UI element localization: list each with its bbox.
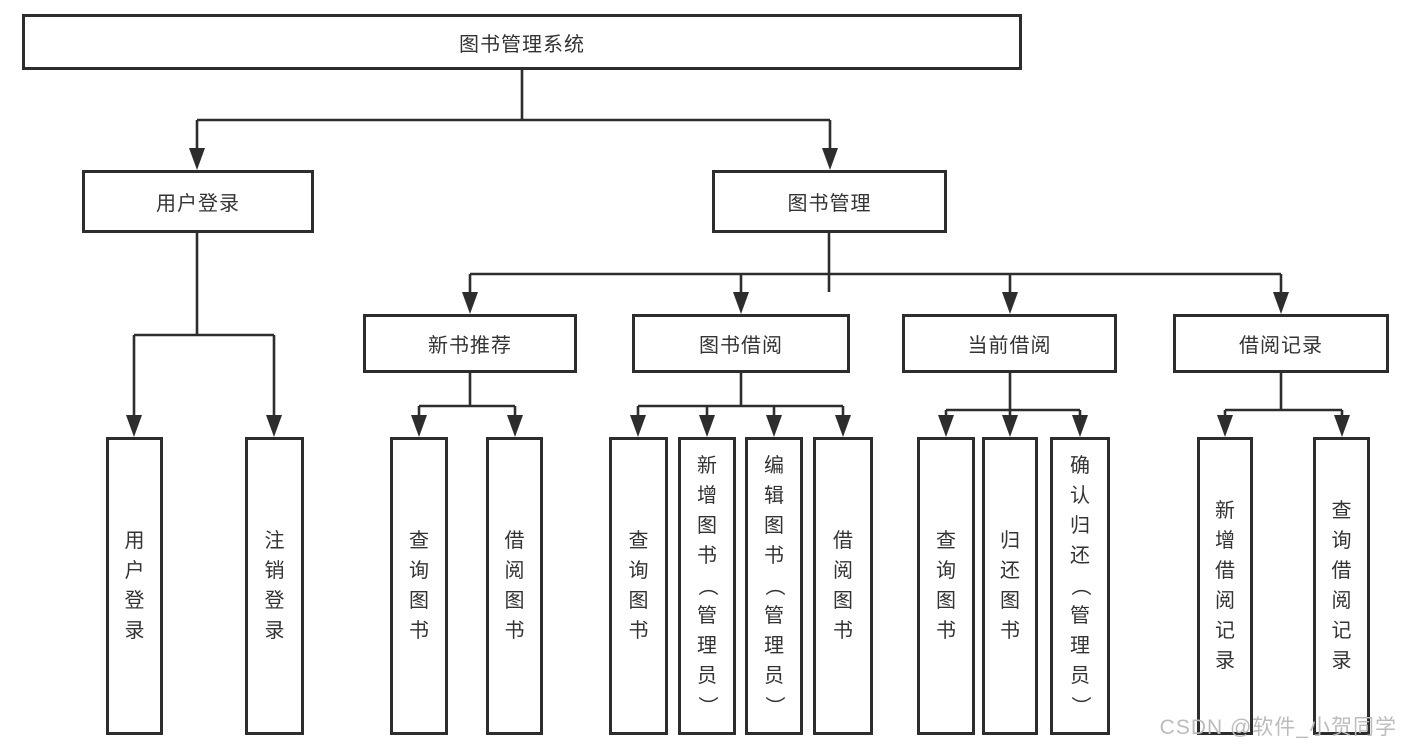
leaf-return-book: 归还图书 — [982, 437, 1038, 735]
leaf-query-borrow-record: 查询借阅记录 — [1313, 437, 1370, 735]
connector-new-book-children — [411, 373, 523, 437]
watermark-text: CSDN @软件_小贺同学 — [1159, 716, 1397, 739]
connector-user-login-children — [126, 233, 282, 437]
node-book-borrow: 图书借阅 — [632, 314, 850, 373]
leaf-confirm-return-admin: 确认归还（管理员） — [1050, 437, 1110, 735]
leaf-query-books-current: 查询图书 — [917, 437, 975, 735]
leaf-query-books-borrow: 查询图书 — [609, 437, 668, 735]
leaf-borrow-books: 借阅图书 — [813, 437, 873, 735]
node-new-book-recommend: 新书推荐 — [363, 314, 577, 373]
leaf-add-borrow-record: 新增借阅记录 — [1197, 437, 1253, 735]
leaf-user-login: 用户登录 — [106, 437, 163, 735]
node-current-borrow: 当前借阅 — [902, 314, 1117, 373]
leaf-edit-book-admin: 编辑图书（管理员） — [745, 437, 803, 735]
leaf-logout: 注销登录 — [245, 437, 304, 735]
connector-current-borrow-children — [938, 373, 1088, 437]
leaf-add-book-admin: 新增图书（管理员） — [678, 437, 736, 735]
node-book-management: 图书管理 — [712, 170, 947, 233]
connector-book-management-children — [462, 233, 1289, 314]
connector-book-borrow-children — [630, 373, 851, 437]
node-root: 图书管理系统 — [22, 14, 1022, 70]
leaf-query-books-recommend: 查询图书 — [390, 437, 448, 735]
connector-borrow-record-children — [1217, 373, 1350, 437]
node-user-login: 用户登录 — [82, 170, 314, 233]
node-borrow-record: 借阅记录 — [1173, 314, 1389, 373]
connector-root-to-level2 — [189, 70, 838, 170]
leaf-borrow-books-recommend: 借阅图书 — [486, 437, 543, 735]
